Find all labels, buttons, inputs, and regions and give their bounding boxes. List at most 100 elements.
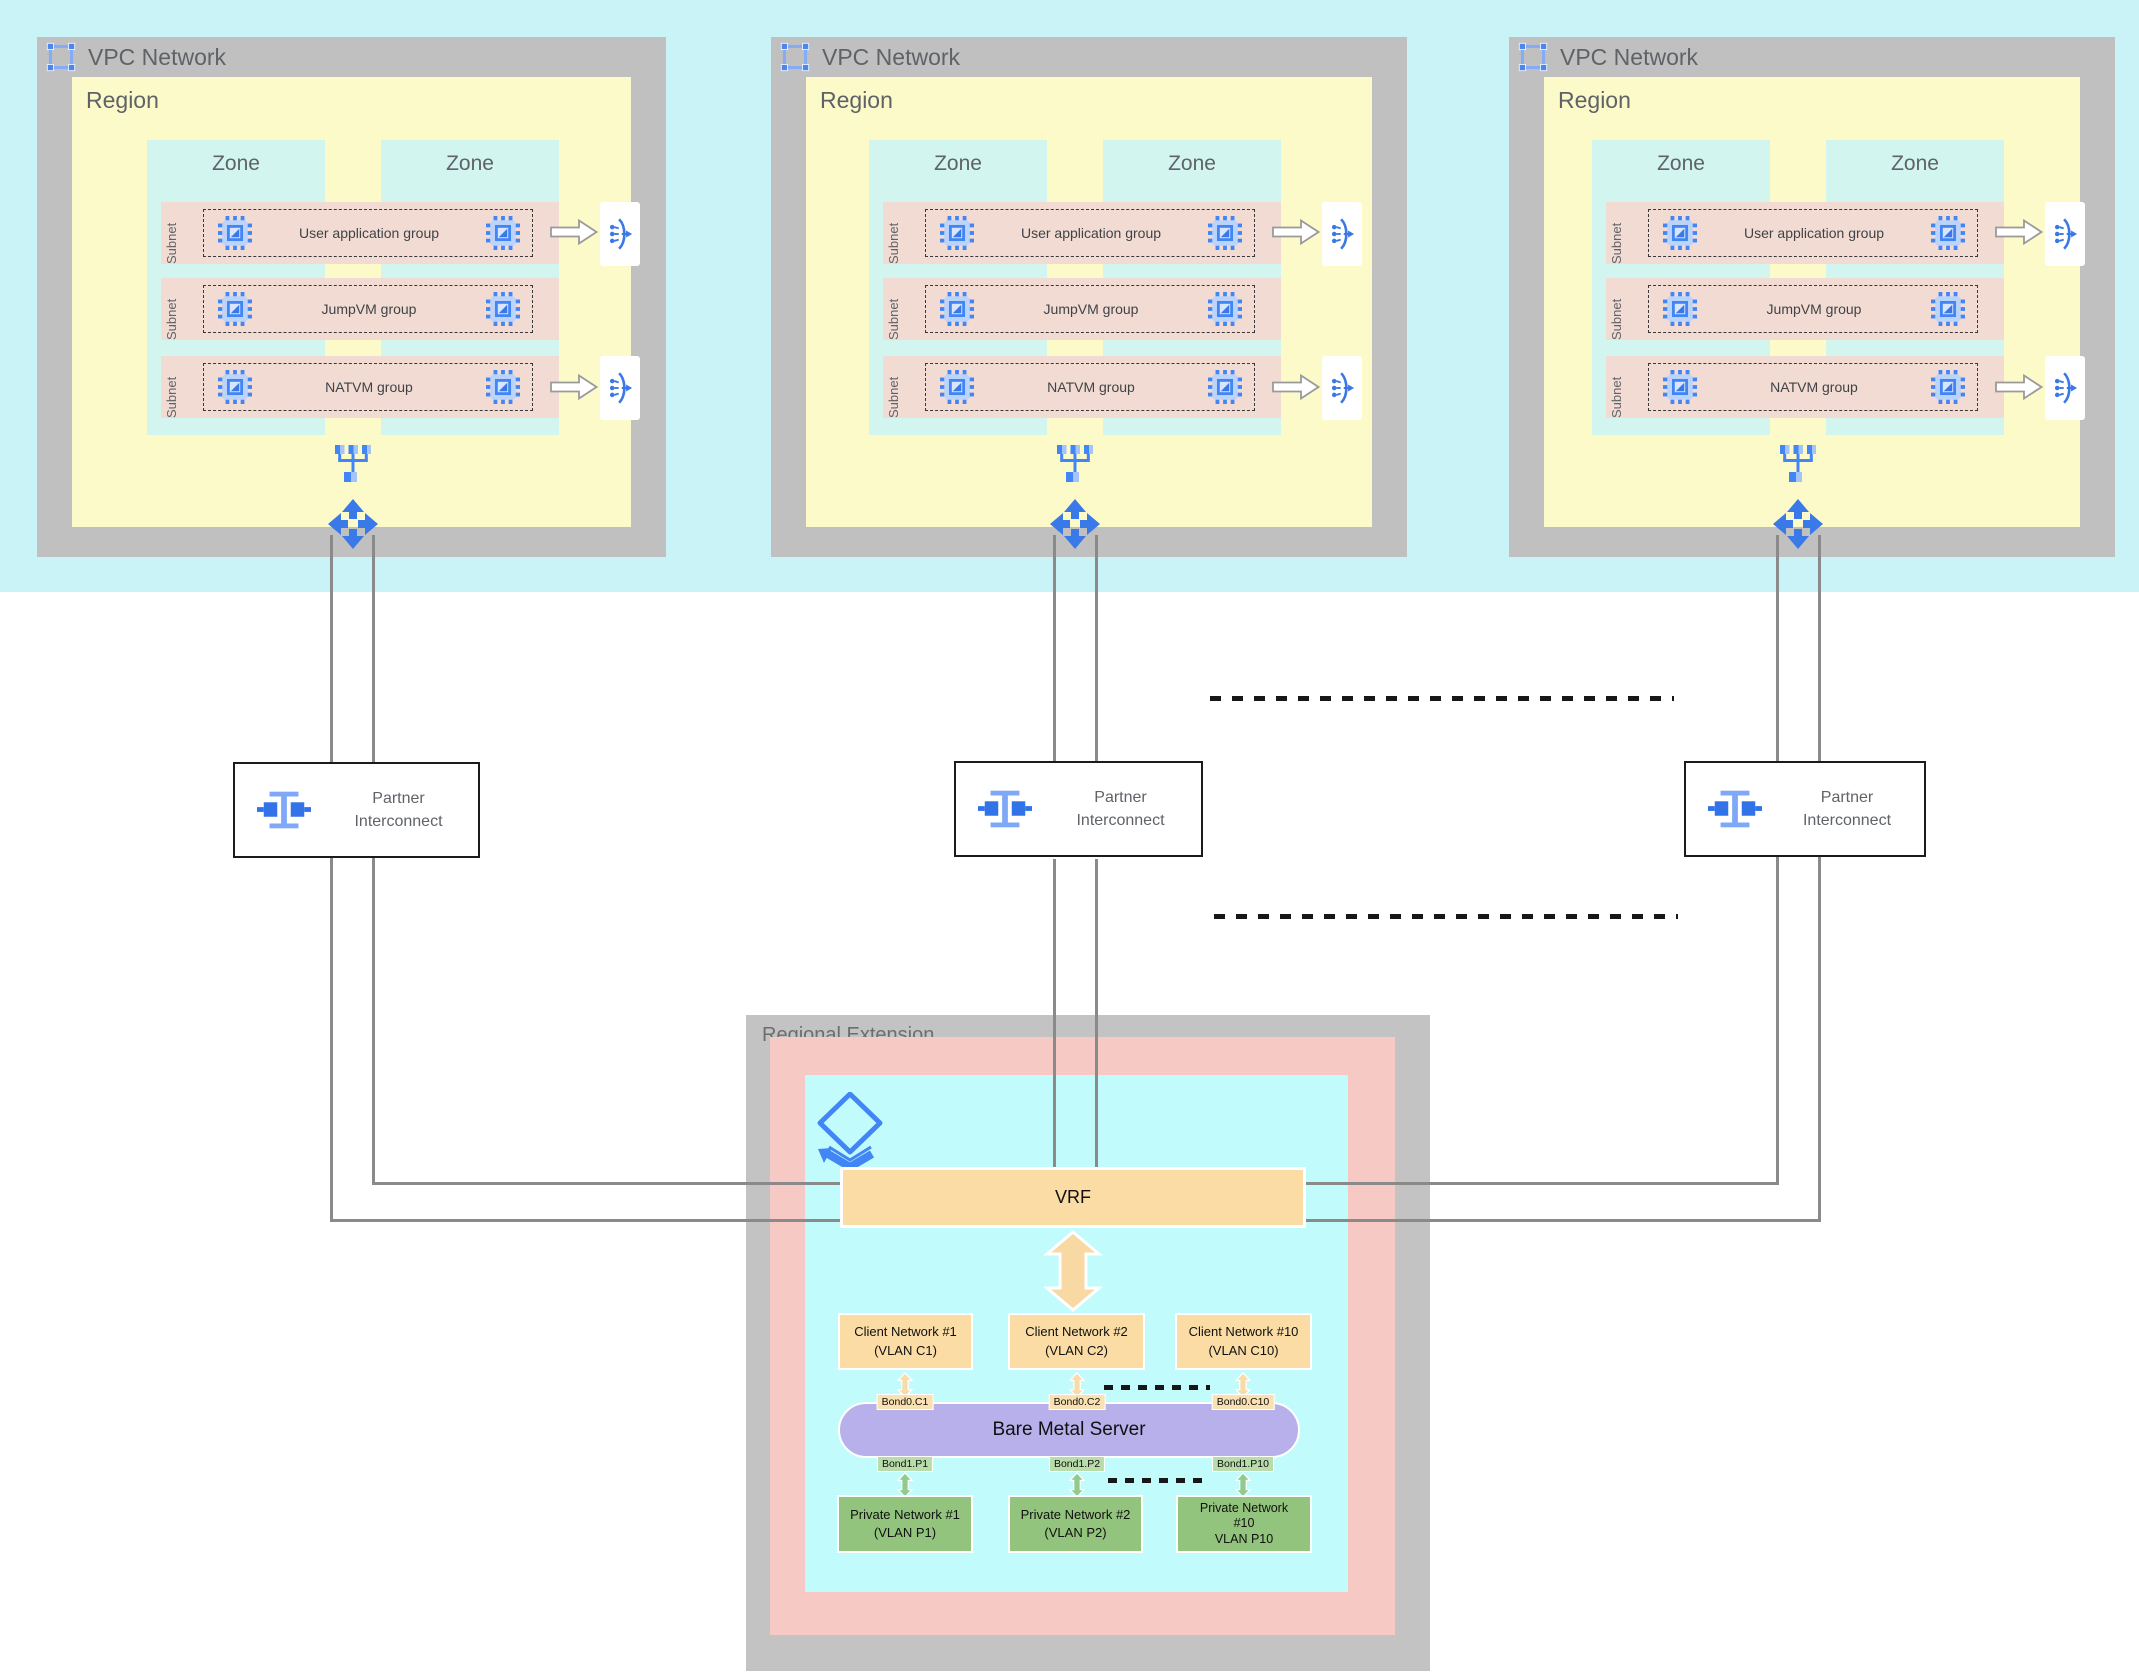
instance-group-box: JumpVM group xyxy=(1648,285,1978,333)
partner-interconnect-icon xyxy=(978,787,1032,831)
vm-icon xyxy=(486,370,520,404)
group-label: NATVM group xyxy=(1770,379,1858,395)
group-label: NATVM group xyxy=(1047,379,1135,395)
connector-line xyxy=(330,858,333,1222)
instance-group-box: NATVM group xyxy=(1648,363,1978,411)
instance-group-box: NATVM group xyxy=(925,363,1255,411)
pi-label-line2: Interconnect xyxy=(354,813,443,830)
client-network-vlan: (VLAN C2) xyxy=(1045,1342,1108,1358)
pi-label-line1: Partner xyxy=(372,789,425,807)
connector-line xyxy=(372,1182,844,1185)
connector-line xyxy=(1818,535,1821,761)
subnet-label: Subnet xyxy=(164,376,179,418)
region-label: Region xyxy=(1558,87,1631,113)
vm-icon xyxy=(1663,370,1697,404)
vpc-icon xyxy=(780,41,810,73)
subnet-label: Subnet xyxy=(1609,376,1624,418)
to-load-balancer-arrow xyxy=(1272,374,1320,400)
subnet-row: Subnet User application group xyxy=(883,202,1281,264)
subnet-row: Subnet NATVM group xyxy=(1606,356,2004,418)
pi-label-line1: Partner xyxy=(1094,788,1147,806)
subnet-label: Subnet xyxy=(886,376,901,418)
subnet-row: Subnet JumpVM group xyxy=(161,278,559,340)
bond-label: Bond1.P1 xyxy=(876,1456,934,1472)
to-load-balancer-arrow xyxy=(1995,219,2043,245)
interconnect-layers-icon xyxy=(816,1092,884,1174)
load-balancer-icon xyxy=(2052,213,2078,255)
instance-group-box: User application group xyxy=(203,209,533,257)
to-load-balancer-arrow xyxy=(550,374,598,400)
subnet-label: Subnet xyxy=(1609,298,1624,340)
connector-line xyxy=(1053,535,1056,761)
vpc-title: VPC Network xyxy=(822,43,961,70)
group-label: User application group xyxy=(298,225,440,241)
connector-line xyxy=(1776,535,1779,761)
connector-line xyxy=(1302,1219,1821,1222)
vpc-header: VPC Network xyxy=(37,37,666,77)
connector-line xyxy=(1776,857,1779,1185)
load-balancer-icon xyxy=(1329,213,1355,255)
vm-icon xyxy=(1931,216,1965,250)
ellipsis-dotted-line xyxy=(1210,696,1674,701)
bond-label: Bond0.C2 xyxy=(1048,1394,1106,1410)
subnet-label: Subnet xyxy=(164,298,179,340)
subnet-row: Subnet JumpVM group xyxy=(883,278,1281,340)
bond-label: Bond0.C10 xyxy=(1211,1394,1275,1410)
instance-group-box: JumpVM group xyxy=(203,285,533,333)
subnet-row: Subnet User application group xyxy=(1606,202,2004,264)
instance-group-box: JumpVM group xyxy=(925,285,1255,333)
group-label: User application group xyxy=(1020,225,1162,241)
private-network-number: #10 xyxy=(1233,1516,1255,1531)
load-balancer xyxy=(1322,356,1362,420)
network-icon xyxy=(335,445,371,483)
zone-label: Zone xyxy=(446,152,494,175)
to-load-balancer-arrow xyxy=(550,219,598,245)
connector-line xyxy=(1095,859,1098,1171)
vm-icon xyxy=(940,370,974,404)
vpc-network-1: VPC Network Region Zone Zone Subnet User… xyxy=(37,37,666,557)
vpc-header: VPC Network xyxy=(771,37,1407,77)
subnet-row: Subnet User application group xyxy=(161,202,559,264)
load-balancer-icon xyxy=(607,367,633,409)
private-network-10: Private Network #10 VLAN P10 xyxy=(1176,1495,1312,1553)
load-balancer-icon xyxy=(2052,367,2078,409)
client-network-vlan: (VLAN C1) xyxy=(874,1342,937,1358)
to-load-balancer-arrow xyxy=(1272,219,1320,245)
bond-label: Bond0.C1 xyxy=(876,1394,934,1410)
region-label: Region xyxy=(820,87,893,113)
to-load-balancer-arrow xyxy=(1995,374,2043,400)
private-network-name: Private Network #2 xyxy=(1020,1506,1131,1522)
load-balancer xyxy=(2045,202,2085,266)
vpc-network-2: VPC Network Region Zone Zone Subnet User… xyxy=(771,37,1407,557)
private-network-name: Private Network xyxy=(1199,1500,1289,1515)
vpc-title: VPC Network xyxy=(1560,43,1699,70)
network-icon xyxy=(1780,445,1816,483)
vpc-network-3: VPC Network Region Zone Zone Subnet User… xyxy=(1509,37,2115,557)
region-label: Region xyxy=(86,87,159,113)
partner-interconnect-icon xyxy=(257,788,311,832)
subnet-label: Subnet xyxy=(1609,222,1624,264)
partner-interconnect-icon xyxy=(1708,787,1762,831)
vrf-bidirectional-arrow xyxy=(1041,1230,1105,1312)
private-network-name: Private Network #1 xyxy=(850,1506,960,1522)
vm-icon xyxy=(1208,292,1242,326)
ellipsis-dotted-line xyxy=(1108,1478,1208,1483)
connector-line xyxy=(372,535,375,762)
load-balancer-icon xyxy=(1329,367,1355,409)
instance-group-box: User application group xyxy=(925,209,1255,257)
load-balancer xyxy=(2045,356,2085,420)
subnet-row: Subnet NATVM group xyxy=(161,356,559,418)
vm-icon xyxy=(1208,216,1242,250)
zone-label: Zone xyxy=(1168,152,1216,175)
ellipsis-dotted-line xyxy=(1214,914,1678,919)
group-label: JumpVM group xyxy=(1043,301,1139,317)
connector-line xyxy=(1053,859,1056,1171)
client-network-vlan: (VLAN C10) xyxy=(1208,1342,1279,1358)
network-icon xyxy=(1057,445,1093,483)
zone-label: Zone xyxy=(934,152,982,175)
pi-label-line2: Interconnect xyxy=(1076,812,1165,829)
ellipsis-dotted-line xyxy=(1104,1385,1210,1390)
